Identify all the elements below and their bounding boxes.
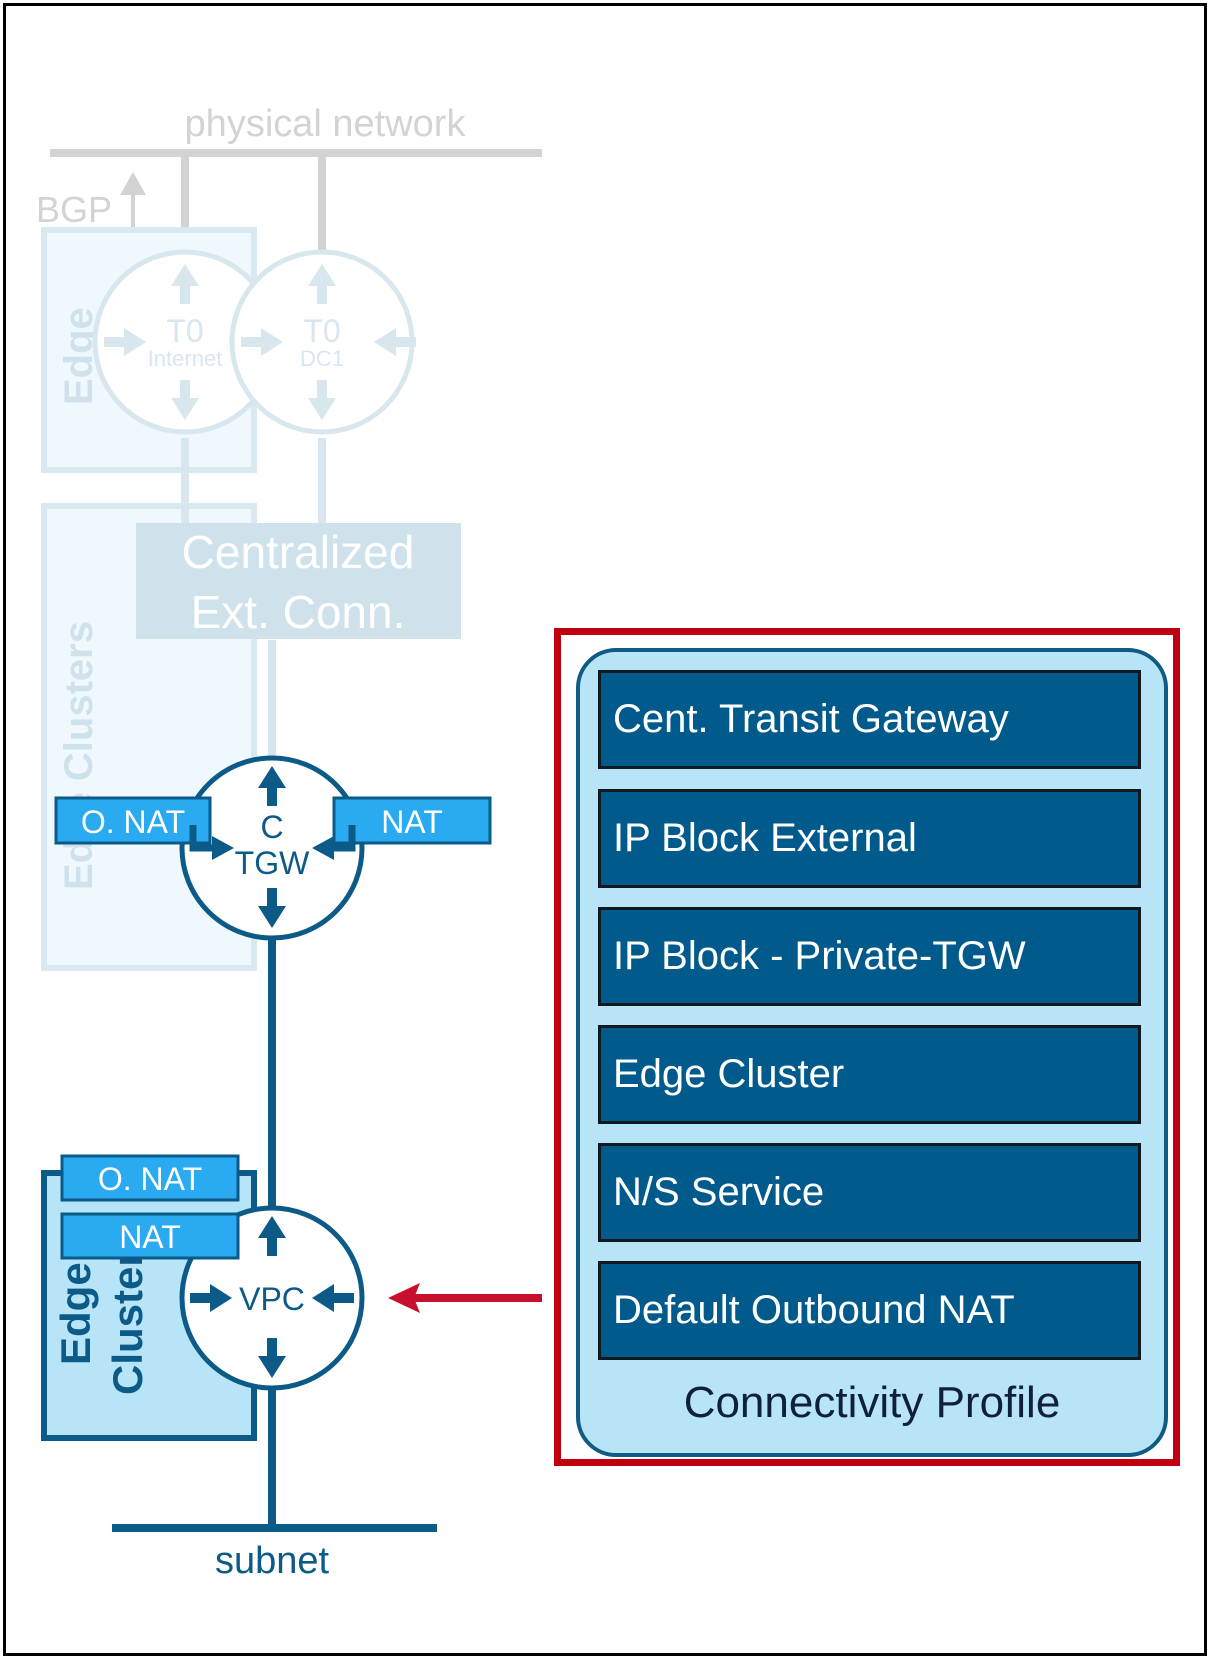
profile-item-ip-block-private-tgw: IP Block - Private-TGW [598, 907, 1141, 1006]
centralized-ext-conn-box: Centralized Ext. Conn. [136, 523, 461, 639]
profile-item-ns-service: N/S Service [598, 1143, 1141, 1242]
centralized-ext-conn-line2: Ext. Conn. [191, 586, 406, 638]
subnet-label: subnet [215, 1540, 330, 1582]
vpc-edge-cluster-label-line1: Edge [52, 1262, 99, 1365]
t0-internet-title: T0 [166, 313, 203, 349]
vpc-onat-badge: O. NAT [60, 1154, 240, 1202]
ctgw-label-line2: TGW [235, 845, 310, 881]
vpc-label: VPC [239, 1281, 305, 1317]
ctgw-router: C TGW [179, 755, 365, 941]
profile-item-ip-block-external: IP Block External [598, 789, 1141, 888]
edge-clusters-label: Edge Clusters [57, 621, 101, 890]
t0-internet-subtitle: Internet [148, 346, 223, 371]
physical-network-label: physical network [185, 103, 467, 145]
ctgw-left-arrow-icon [189, 825, 234, 860]
ctgw-onat-label: O. NAT [81, 804, 185, 840]
t0-dc1-title: T0 [303, 313, 340, 349]
profile-to-vpc-arrow-icon [388, 1283, 542, 1313]
vpc-nat-badge: NAT [60, 1212, 240, 1260]
ctgw-nat-badge: NAT [332, 796, 492, 845]
t0-dc1-router: T0 DC1 [229, 249, 416, 435]
ctgw-onat-badge: O. NAT [54, 796, 212, 845]
profile-item-edge-cluster: Edge Cluster [598, 1025, 1141, 1124]
t0-internet-router: T0 Internet [92, 249, 278, 435]
bgp-label: BGP [36, 189, 112, 230]
profile-item-default-outbound-nat: Default Outbound NAT [598, 1261, 1141, 1360]
connectivity-profile-highlight [554, 628, 1180, 1466]
vpc-onat-label: O. NAT [98, 1161, 202, 1197]
vpc-nat-label: NAT [119, 1219, 181, 1255]
ctgw-nat-label: NAT [381, 804, 443, 840]
ctgw-label-line1: C [260, 809, 283, 845]
connectivity-profile-caption: Connectivity Profile [683, 1378, 1061, 1427]
t0-dc1-subtitle: DC1 [300, 346, 344, 371]
centralized-ext-conn-line1: Centralized [182, 526, 415, 578]
vpc-edge-cluster-label-line2: Cluster [104, 1250, 151, 1395]
profile-item-transit-gateway: Cent. Transit Gateway [598, 670, 1141, 769]
ctgw-right-arrow-icon [312, 825, 356, 860]
